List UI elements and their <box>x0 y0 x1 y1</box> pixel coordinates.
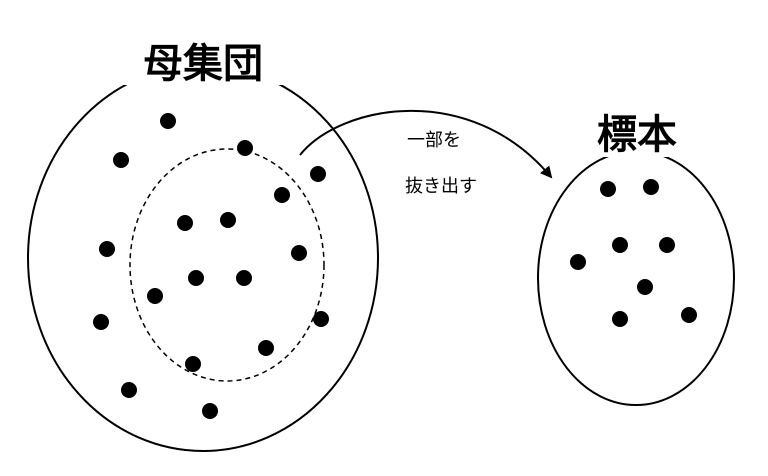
population-title-gap <box>122 40 284 85</box>
sample-dot <box>570 254 586 270</box>
sample-dot <box>681 307 697 323</box>
population-dot <box>113 152 129 168</box>
population-dot <box>258 340 274 356</box>
population-dot <box>185 356 201 372</box>
sample-subset-dashed-ellipse <box>129 148 325 382</box>
population-dot <box>93 314 109 330</box>
population-dot <box>99 241 115 257</box>
sample-title-gap <box>580 112 692 157</box>
arrow-label-line2: 抜き出す <box>405 176 477 197</box>
population-dot <box>160 113 176 129</box>
extraction-arrow <box>299 109 553 179</box>
population-dot <box>313 311 329 327</box>
arrow-label-line1: 一部を <box>407 130 461 151</box>
sample-dot <box>659 237 675 253</box>
population-dot <box>274 187 290 203</box>
population-dot <box>121 382 137 398</box>
population-dot <box>237 140 253 156</box>
population-dot <box>177 215 193 231</box>
population-dot <box>188 270 204 286</box>
population-dot <box>291 245 307 261</box>
population-dot <box>220 212 236 228</box>
population-dot <box>310 166 326 182</box>
sample-ellipse <box>537 150 735 406</box>
sample-dot <box>643 179 659 195</box>
population-dot <box>147 288 163 304</box>
sample-dot <box>637 279 653 295</box>
population-ellipse <box>27 64 379 452</box>
sample-dot <box>612 311 628 327</box>
sample-title: 標本 <box>597 112 677 158</box>
population-dot <box>236 270 252 286</box>
population-title: 母集団 <box>143 41 263 87</box>
population-dot <box>202 403 218 419</box>
sample-dot <box>612 237 628 253</box>
sample-dot <box>600 181 616 197</box>
